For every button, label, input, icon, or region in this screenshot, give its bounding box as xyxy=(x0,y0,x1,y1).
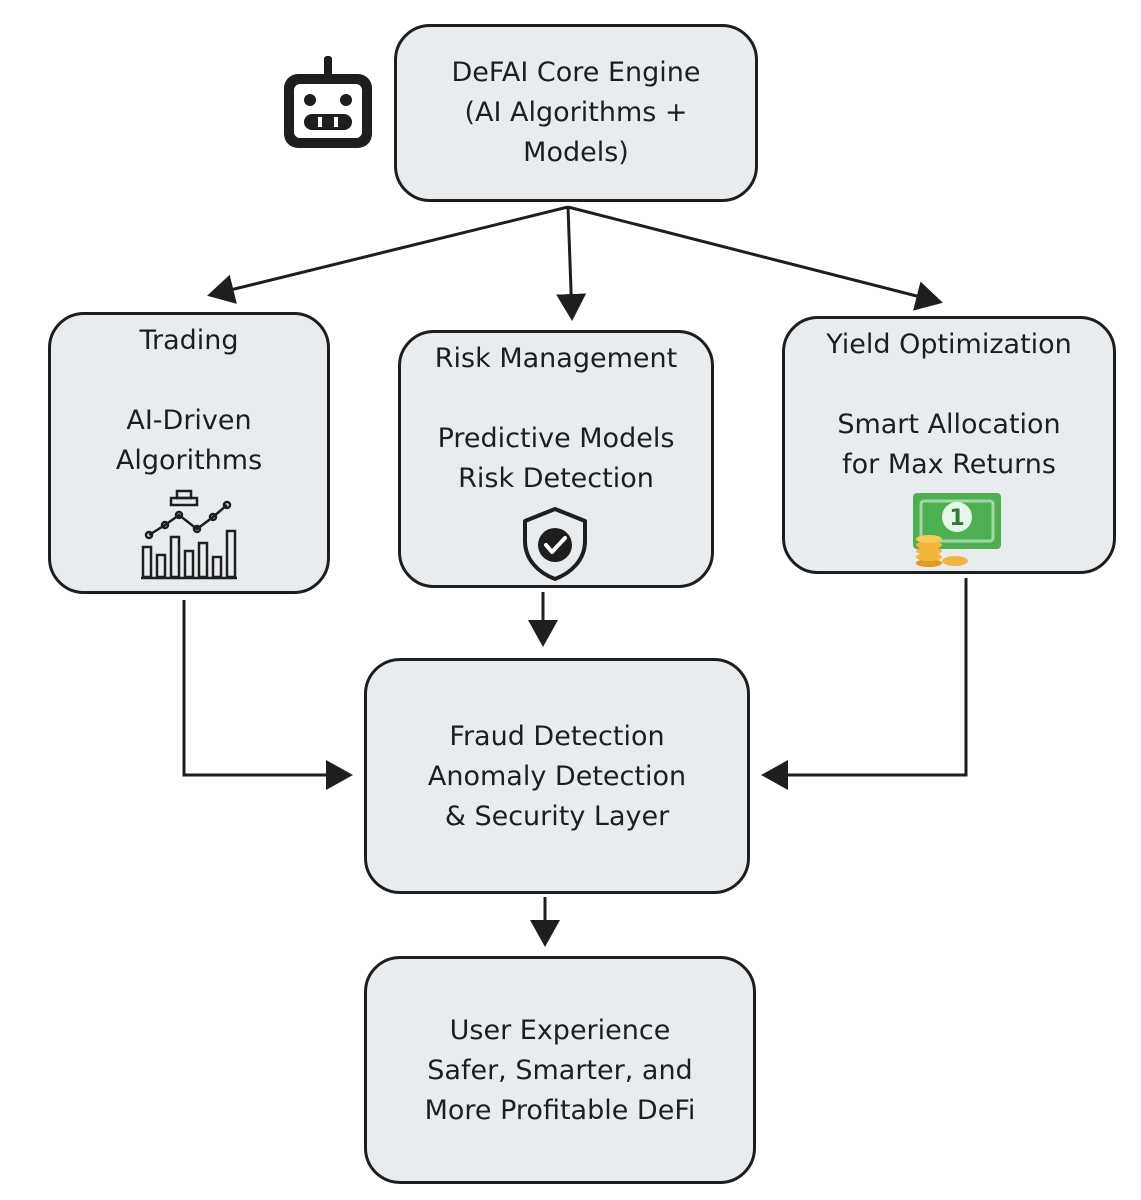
risk-title: Risk Management xyxy=(434,343,678,374)
arrow-trading-to-fraud xyxy=(182,600,353,790)
trading-title: Trading xyxy=(139,325,239,356)
risk-line1: Predictive Models xyxy=(437,423,675,454)
user-experience-node: User Experience Safer, Smarter, and More… xyxy=(364,956,756,1184)
trading-node: Trading AI-Driven Algorithms xyxy=(48,312,330,594)
fraud-line1: Fraud Detection xyxy=(449,721,665,752)
fraud-detection-node: Fraud Detection Anomaly Detection & Secu… xyxy=(364,658,750,894)
arrow-core-to-trading xyxy=(207,205,569,304)
user-line1: User Experience xyxy=(449,1015,671,1046)
yield-line1: Smart Allocation xyxy=(837,409,1061,440)
bar-chart-icon xyxy=(141,489,237,580)
trading-line2: Algorithms xyxy=(115,445,263,476)
yield-line2: for Max Returns xyxy=(842,449,1056,480)
arrow-core-to-risk xyxy=(556,206,587,321)
trading-line1: AI-Driven xyxy=(126,405,252,436)
yield-title: Yield Optimization xyxy=(826,329,1072,360)
money-icon: 1 xyxy=(913,493,1001,567)
core-engine-node: DeFAI Core Engine (AI Algorithms + Model… xyxy=(394,24,758,202)
core-engine-line1: DeFAI Core Engine xyxy=(451,57,701,88)
arrow-core-to-yield xyxy=(567,205,943,311)
shield-check-icon xyxy=(523,507,587,581)
fraud-line2: Anomaly Detection xyxy=(427,761,687,792)
yield-optimization-node: Yield Optimization Smart Allocation for … xyxy=(782,316,1116,574)
risk-line2: Risk Detection xyxy=(458,463,654,494)
core-engine-line3: Models) xyxy=(523,137,629,168)
user-line2: Safer, Smarter, and xyxy=(427,1055,693,1086)
core-engine-line2: (AI Algorithms + xyxy=(464,97,688,128)
risk-management-node: Risk Management Predictive Models Risk D… xyxy=(398,330,714,588)
robot-icon xyxy=(284,56,372,148)
arrow-yield-to-fraud xyxy=(761,578,968,790)
money-digit: 1 xyxy=(949,506,964,531)
fraud-line3: & Security Layer xyxy=(444,801,670,832)
user-line3: More Profitable DeFi xyxy=(424,1095,696,1126)
